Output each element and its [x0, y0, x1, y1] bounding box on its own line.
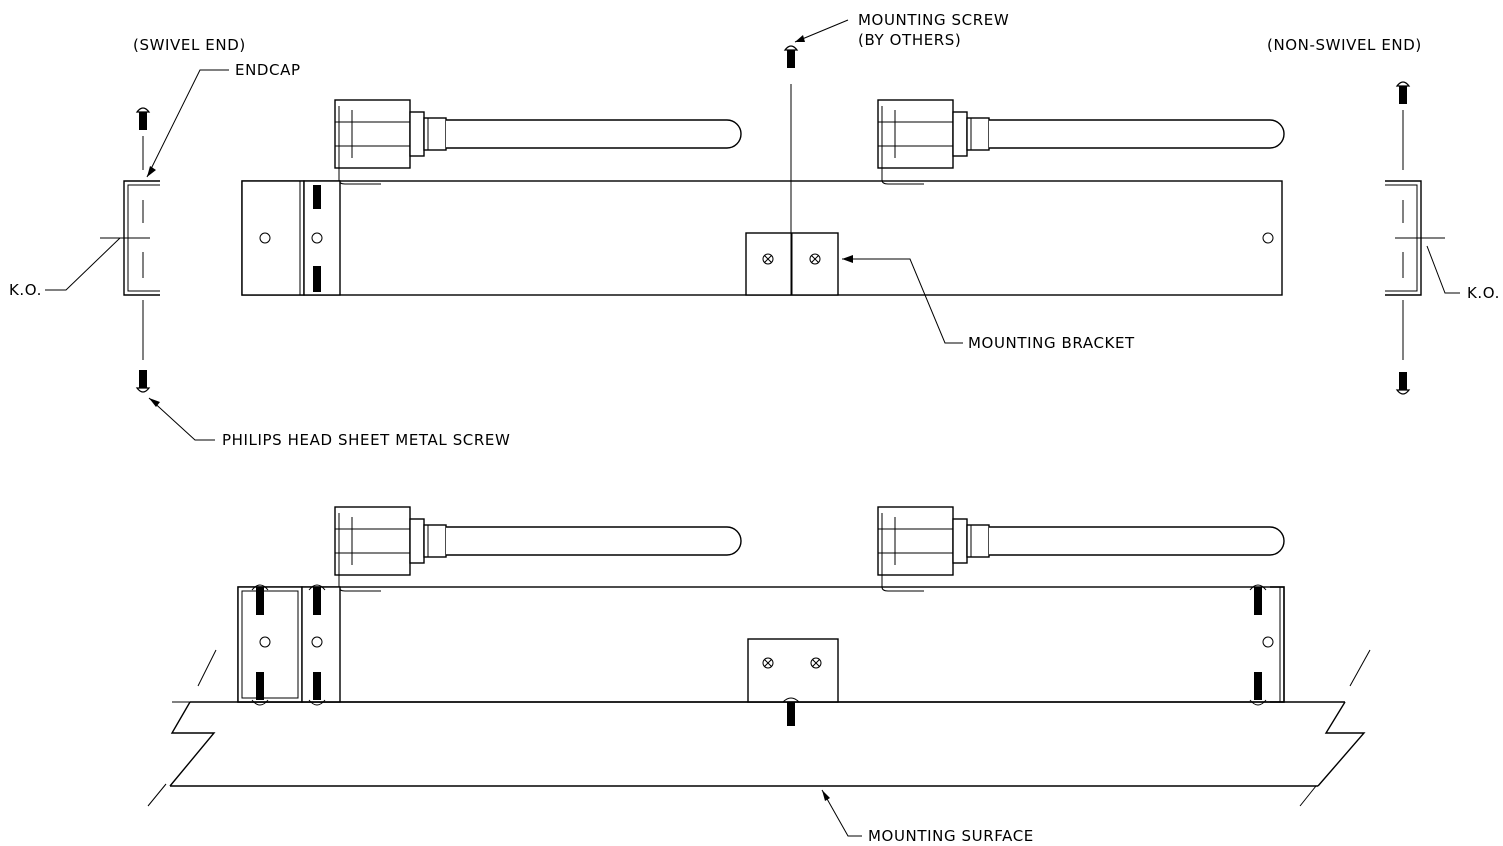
lamp-left-bottom — [334, 506, 742, 592]
label-philips-screw: PHILIPS HEAD SHEET METAL SCREW — [222, 431, 510, 449]
ko-right-leader — [1426, 245, 1460, 294]
label-non-swivel-end: (NON-SWIVEL END) — [1267, 36, 1422, 54]
top-exploded-view — [45, 19, 1460, 441]
right-screw-bottom-icon — [1396, 371, 1410, 395]
left-screw-bottom-icon — [136, 369, 150, 393]
lamp-left-top — [334, 99, 742, 185]
ko-left-leader — [45, 237, 121, 291]
right-screw-top-icon — [1396, 81, 1410, 105]
label-mounting-surface: MOUNTING SURFACE — [868, 827, 1034, 845]
left-endcap-exploded — [100, 107, 160, 393]
mounting-bracket-bottom — [747, 638, 839, 703]
philips-leader — [148, 397, 215, 441]
mounting-screw-icon — [784, 45, 798, 69]
lamp-right-bottom — [877, 506, 1285, 592]
label-swivel-end: (SWIVEL END) — [133, 36, 246, 54]
left-screw-top-icon — [136, 107, 150, 131]
endcap-leader — [146, 69, 229, 178]
right-endcap-exploded — [1385, 81, 1445, 395]
swivel-section-top — [303, 180, 341, 296]
screw-swivel-upper — [313, 185, 321, 209]
label-by-others: (BY OTHERS) — [858, 31, 961, 49]
bottom-assembled-view — [147, 506, 1371, 837]
label-mounting-screw: MOUNTING SCREW — [858, 11, 1009, 29]
bracket-leader — [842, 258, 963, 344]
mounting-screw-into-surface — [787, 702, 795, 726]
lamp-right-top — [877, 99, 1285, 185]
label-endcap: ENDCAP — [235, 61, 301, 79]
label-mounting-bracket: MOUNTING BRACKET — [968, 334, 1135, 352]
screw-swivel-lower — [313, 266, 321, 292]
surface-leader — [821, 789, 862, 837]
label-ko-right: K.O. — [1467, 284, 1500, 302]
end-hole-right — [1262, 232, 1274, 244]
label-ko-left: K.O. — [9, 281, 42, 299]
endcap-section-top — [241, 180, 305, 296]
mounting-surface — [147, 649, 1371, 807]
